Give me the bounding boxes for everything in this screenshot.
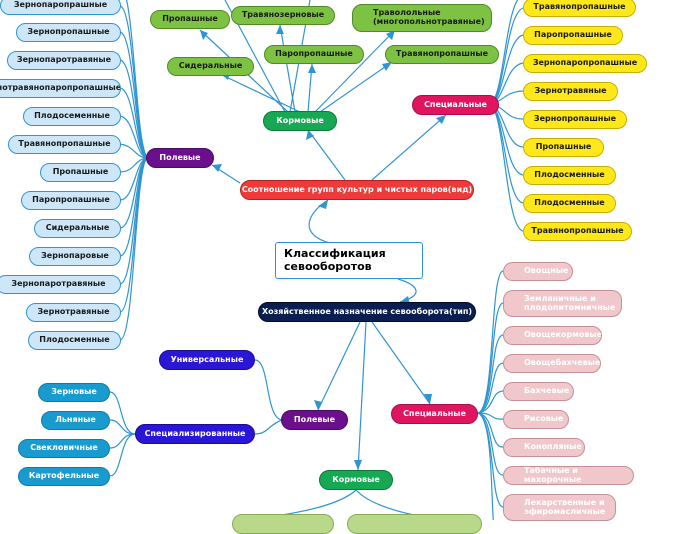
vid-specialnye-item[interactable]: Травянопропашные bbox=[523, 222, 632, 241]
tip-specialized-node[interactable]: Специализированные bbox=[135, 424, 255, 444]
vid-kormovye-item[interactable]: Травянозерновые bbox=[231, 6, 335, 25]
vid-polevye-item[interactable]: Зернопропашные bbox=[16, 23, 121, 42]
vid-polevye-item[interactable]: Зернопаротравяные bbox=[7, 51, 121, 70]
tip-specialnye-item[interactable]: Бахчевые bbox=[503, 382, 574, 401]
tip-specialnye-item[interactable]: Овощекормовые bbox=[503, 326, 602, 345]
vid-polevye-item[interactable]: Плодосменные bbox=[28, 331, 121, 350]
vid-polevye-item[interactable]: Сидеральные bbox=[34, 219, 121, 238]
tip-kormovye-item-partial[interactable] bbox=[232, 514, 334, 534]
vid-specialnye-node[interactable]: Специальные bbox=[412, 95, 499, 115]
connector-lines bbox=[109, 0, 524, 520]
tip-kormovye-item-partial[interactable] bbox=[347, 514, 482, 534]
vid-kormovye-item[interactable]: Травянопропашные bbox=[385, 45, 499, 64]
vid-polevye-item[interactable]: Пропашные bbox=[40, 163, 121, 182]
tip-polevye-node[interactable]: Полевые bbox=[281, 410, 348, 430]
vid-specialnye-item[interactable]: Травянопропашные bbox=[523, 0, 636, 17]
vid-kormovye-item[interactable]: Траволольные (многопольнотравяные) bbox=[352, 4, 492, 32]
vid-kormovye-node[interactable]: Кормовые bbox=[263, 111, 337, 131]
root-title: Классификация севооборотов bbox=[284, 246, 386, 273]
vid-polevye-item[interactable]: Зернопаровые bbox=[29, 247, 121, 266]
tip-specialnye-item[interactable]: Конопляные bbox=[503, 438, 585, 457]
root-node[interactable]: Классификация севооборотов bbox=[275, 242, 423, 279]
tip-specialnye-item[interactable]: Овощебахчевые bbox=[503, 354, 601, 373]
vid-polevye-node[interactable]: Полевые bbox=[146, 148, 214, 168]
tip-kormovye-node[interactable]: Кормовые bbox=[319, 470, 393, 490]
vid-branch-node[interactable]: Соотношение групп культур и чистых паров… bbox=[240, 180, 474, 200]
vid-specialnye-item[interactable]: Зернопропашные bbox=[523, 110, 627, 129]
vid-polevye-item[interactable]: Паропропашные bbox=[21, 191, 121, 210]
vid-specialnye-item[interactable]: Паропропашные bbox=[523, 26, 623, 45]
tip-specialnye-node[interactable]: Специальные bbox=[391, 404, 478, 424]
vid-polevye-item[interactable]: Зернотравяные bbox=[26, 303, 121, 322]
tip-branch-node[interactable]: Хозяйственное назначение севооборота(тип… bbox=[258, 302, 476, 322]
tip-specialnye-item[interactable]: Лекарственные и эфиромасличные bbox=[503, 494, 616, 521]
vid-kormovye-item[interactable]: Пропашные bbox=[150, 10, 230, 29]
vid-kormovye-item[interactable]: Паропропашные bbox=[264, 45, 364, 64]
tip-specialized-item[interactable]: Льняные bbox=[41, 411, 110, 430]
vid-polevye-item[interactable]: Плодосеменные bbox=[23, 107, 121, 126]
vid-polevye-item[interactable]: Зернопаротравяные bbox=[0, 275, 121, 294]
vid-specialnye-item[interactable]: Зернотравяные bbox=[523, 82, 618, 101]
tip-specialnye-item[interactable]: Рисовые bbox=[503, 410, 569, 429]
tip-specialnye-item[interactable]: Земляничные и плодопитомничные bbox=[503, 290, 622, 317]
tip-specialnye-item[interactable]: Овощные bbox=[503, 262, 573, 281]
vid-specialnye-item[interactable]: Зернопаропропашные bbox=[523, 54, 647, 73]
vid-polevye-item[interactable]: Травянопропашные bbox=[8, 135, 121, 154]
tip-universal-node[interactable]: Универсальные bbox=[159, 350, 255, 370]
vid-specialnye-item[interactable]: Пропашные bbox=[523, 138, 604, 157]
vid-specialnye-item[interactable]: Плодосменные bbox=[523, 194, 616, 213]
vid-polevye-item[interactable]: Зернопаропрашные bbox=[0, 0, 121, 15]
tip-specialized-item[interactable]: Зерновые bbox=[38, 383, 110, 402]
tip-specialnye-item[interactable]: Табачные и махорочные bbox=[503, 466, 634, 485]
vid-kormovye-item[interactable]: Сидеральные bbox=[167, 57, 254, 76]
vid-specialnye-item[interactable]: Плодосменные bbox=[523, 166, 616, 185]
tip-specialized-item[interactable]: Картофельные bbox=[18, 467, 110, 486]
vid-polevye-item[interactable]: Зернотравянопаропропашные bbox=[0, 79, 121, 98]
tip-specialized-item[interactable]: Свекловичные bbox=[18, 439, 110, 458]
